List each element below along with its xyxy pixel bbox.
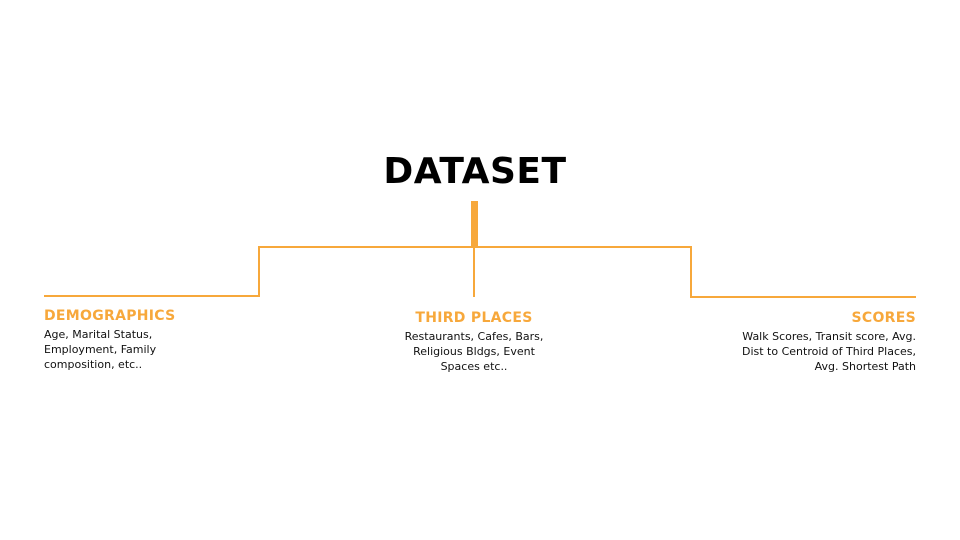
diagram-title: DATASET [383, 151, 567, 192]
root-stem [471, 201, 478, 247]
node-description-line: Avg. Shortest Path [814, 360, 916, 373]
node-description: Age, Marital Status, Employment, Family … [44, 327, 274, 372]
node-description-line: Walk Scores, Transit score, Avg. [742, 330, 916, 343]
node-description-line: Spaces etc.. [440, 360, 508, 373]
node-description-line: composition, etc.. [44, 358, 143, 371]
node-description-line: Employment, Family [44, 343, 157, 356]
node-heading: SCORES [851, 310, 916, 326]
node-heading: THIRD PLACES [415, 310, 533, 326]
node-description: Walk Scores, Transit score, Avg. Dist to… [686, 329, 916, 374]
node-description: Restaurants, Cafes, Bars, Religious Bldg… [359, 329, 589, 374]
node-third-places: THIRD PLACES Restaurants, Cafes, Bars, R… [359, 309, 589, 374]
node-scores: SCORES Walk Scores, Transit score, Avg. … [686, 309, 916, 374]
node-description-line: Dist to Centroid of Third Places, [741, 345, 916, 358]
node-demographics: DEMOGRAPHICS Age, Marital Status, Employ… [44, 307, 274, 372]
node-description-line: Restaurants, Cafes, Bars, [404, 330, 544, 343]
node-heading: DEMOGRAPHICS [44, 308, 176, 324]
node-description-line: Age, Marital Status, [44, 328, 153, 341]
node-description-line: Religious Bldgs, Event [413, 345, 535, 358]
